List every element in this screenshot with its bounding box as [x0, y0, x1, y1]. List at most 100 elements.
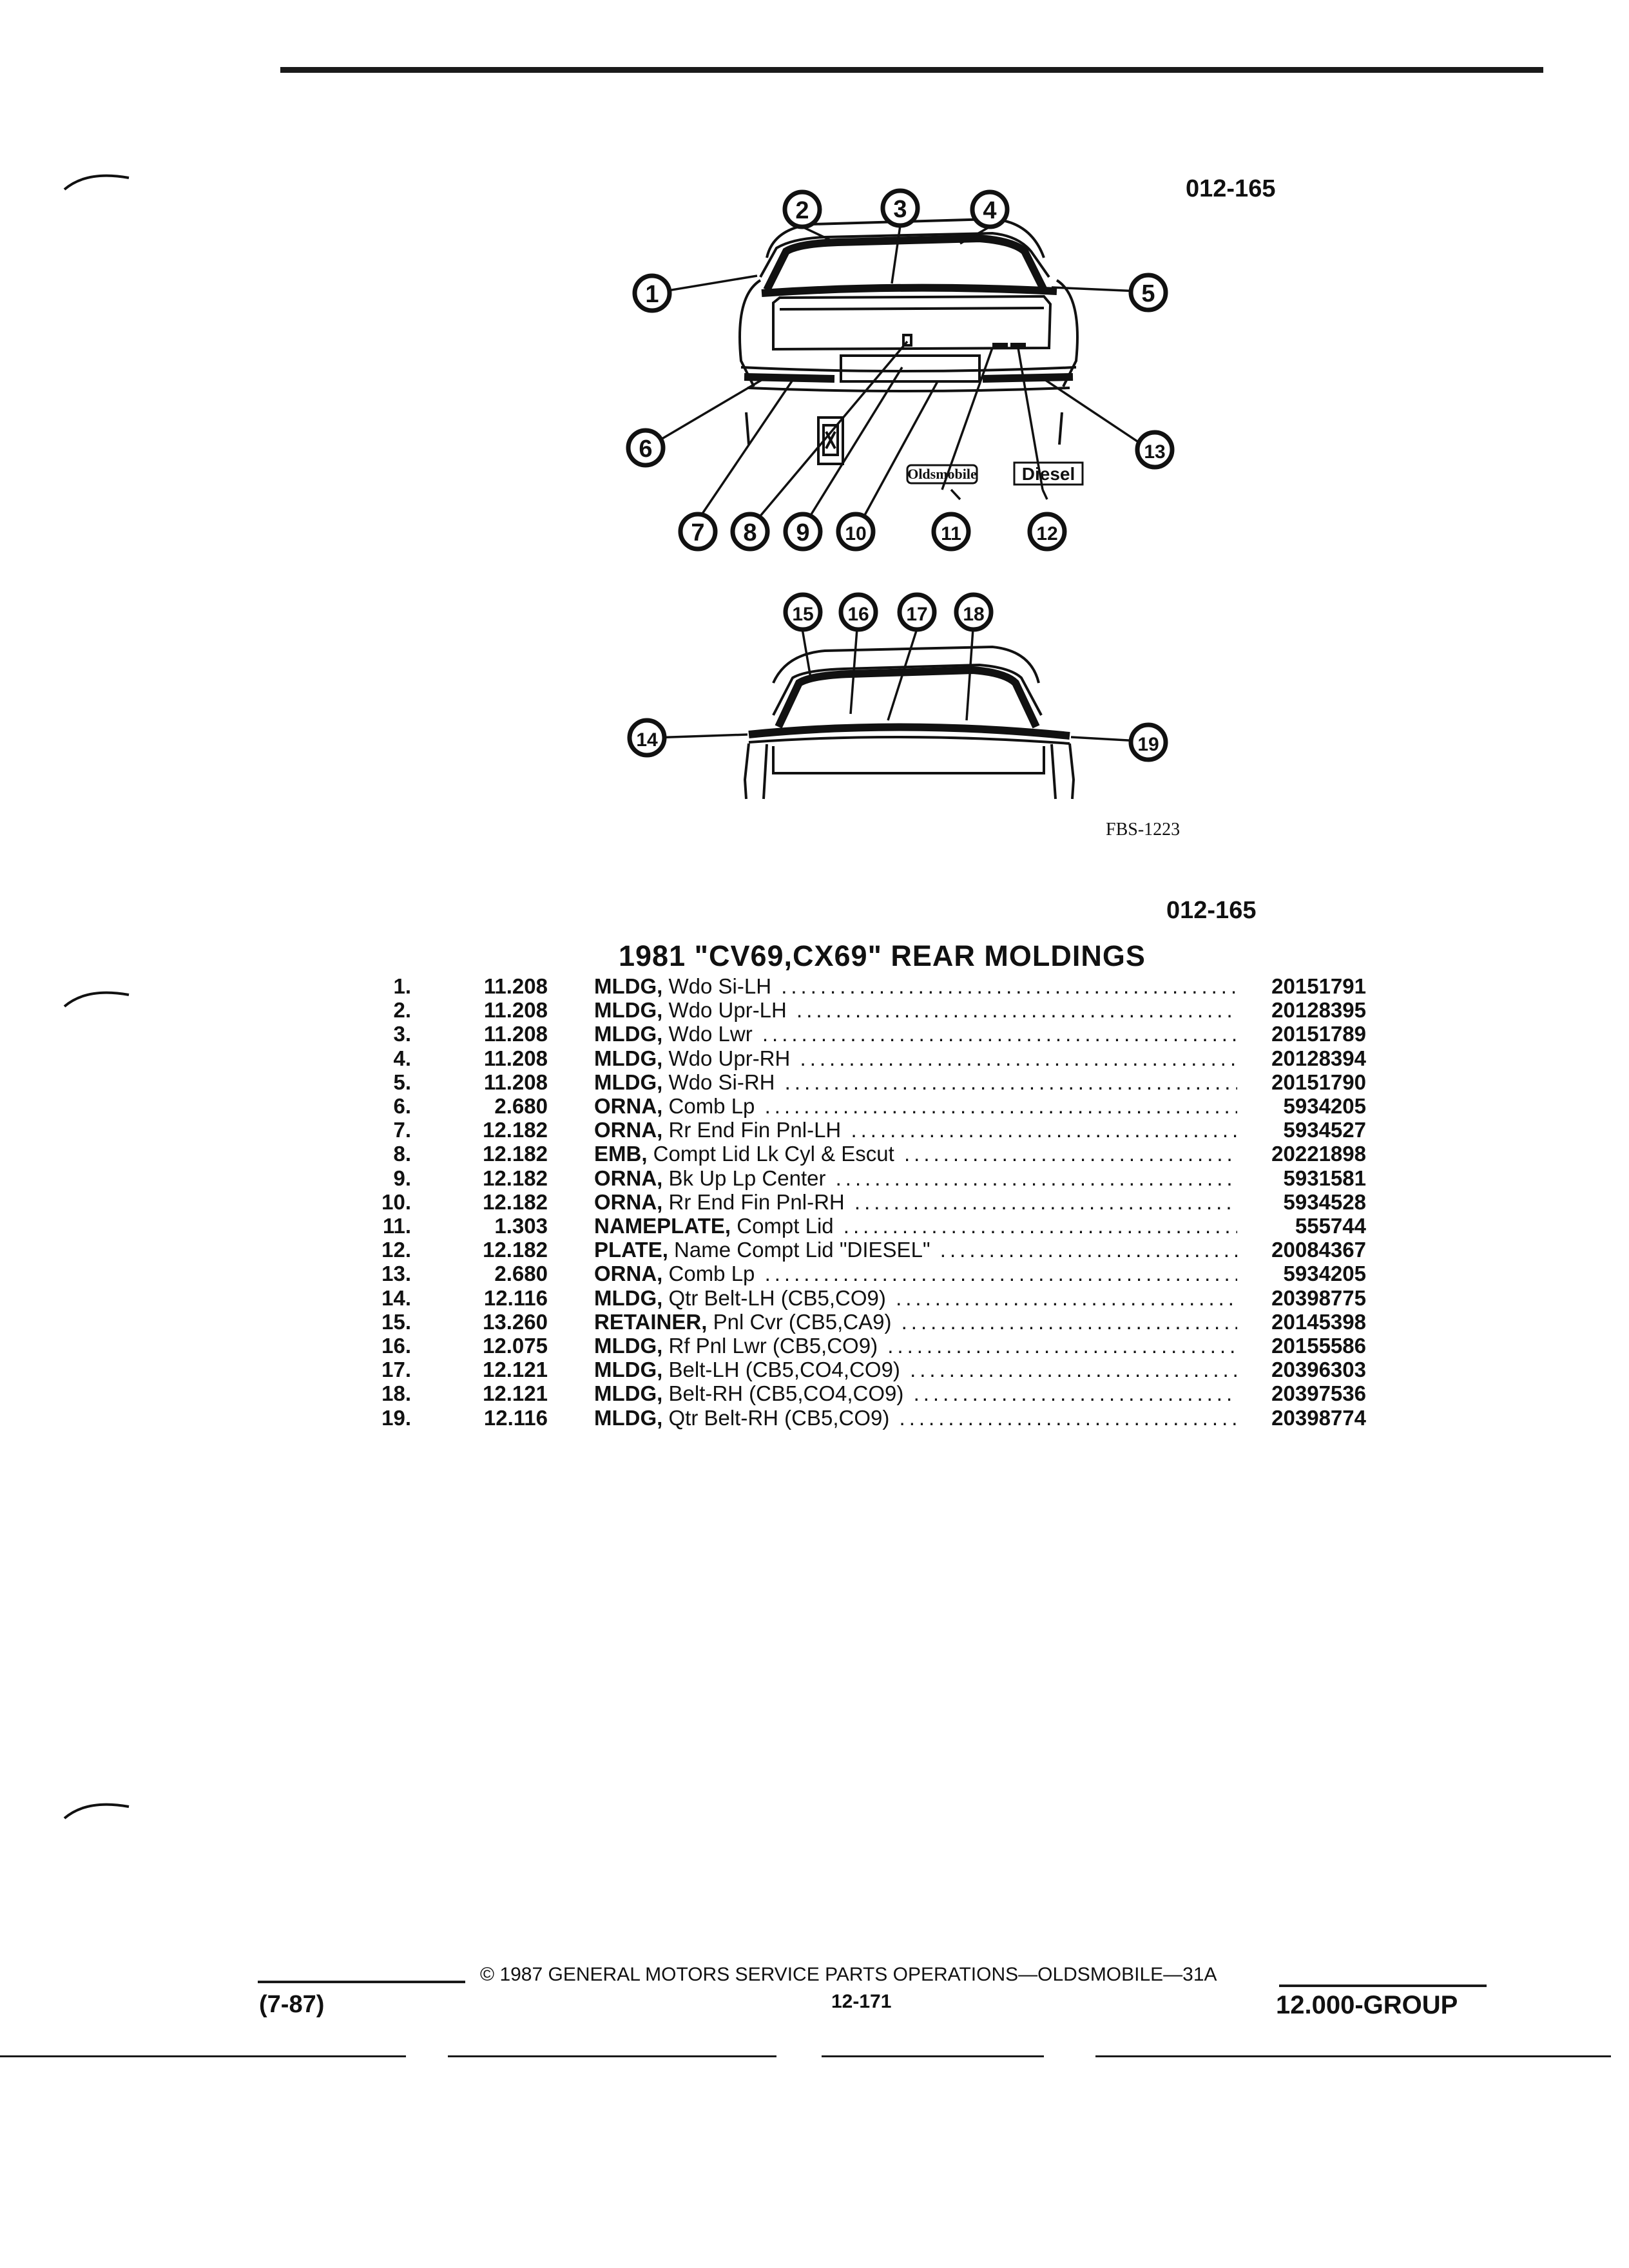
svg-text:9: 9 — [796, 519, 809, 546]
part-description: MLDG, Wdo Upr-LH .......................… — [594, 998, 1237, 1022]
leader-dots: ........................................… — [910, 1358, 1237, 1382]
callout-8: 8 — [730, 512, 770, 552]
callout-1: 1 — [632, 273, 672, 313]
bottom-rule-2 — [448, 2055, 776, 2057]
group-number: 1.303 — [494, 1214, 548, 1238]
svg-text:1: 1 — [645, 281, 659, 308]
bottom-rule-4 — [1095, 2055, 1611, 2057]
footer-rule-right — [1279, 1984, 1487, 1987]
group-number: 12.182 — [483, 1166, 548, 1190]
section-title: 1981 "CV69,CX69" REAR MOLDINGS — [619, 939, 1146, 972]
svg-text:5: 5 — [1141, 280, 1155, 307]
part-description: NAMEPLATE, Compt Lid ...................… — [594, 1214, 1237, 1238]
part-detail: Wdo Si-LH — [662, 974, 772, 998]
illustration-code-bottom: 012-165 — [1166, 897, 1257, 924]
group-number: 11.208 — [483, 974, 548, 998]
svg-text:10: 10 — [845, 523, 866, 544]
leader-lines-bottom — [651, 628, 1140, 742]
part-detail: Compt Lid — [731, 1214, 834, 1238]
part-keyword: MLDG, — [594, 1046, 663, 1070]
part-number: 5931581 — [1283, 1166, 1366, 1190]
callout-3: 3 — [880, 188, 920, 228]
group-number: 11.208 — [483, 1070, 548, 1094]
svg-text:7: 7 — [691, 519, 704, 546]
part-number: 20145398 — [1271, 1309, 1366, 1334]
callout-11: 11 — [931, 512, 971, 552]
group-number: 12.116 — [483, 1405, 548, 1430]
group-number: 12.182 — [483, 1142, 548, 1166]
part-description: PLATE, Name Compt Lid "DIESEL" .........… — [594, 1238, 1237, 1262]
part-keyword: MLDG, — [594, 1381, 663, 1406]
leader-dots: ........................................… — [764, 1094, 1237, 1118]
part-keyword: EMB, — [594, 1142, 648, 1166]
svg-text:11: 11 — [941, 523, 961, 544]
part-keyword: MLDG, — [594, 1070, 663, 1094]
item-number: 3. — [393, 1022, 411, 1046]
part-description: EMB, Compt Lid Lk Cyl & Escut ..........… — [594, 1142, 1237, 1166]
callout-19: 19 — [1128, 722, 1168, 762]
footer-date-code: (7-87) — [259, 1991, 325, 2018]
part-keyword: MLDG, — [594, 1358, 663, 1382]
part-number: 20128395 — [1271, 998, 1366, 1023]
leader-dots: ........................................… — [800, 1046, 1237, 1070]
callout-16: 16 — [838, 592, 878, 632]
leader-dots: ........................................… — [784, 1070, 1237, 1094]
footer-page-number: 12-171 — [831, 1991, 892, 2012]
callout-15: 15 — [783, 592, 823, 632]
item-number: 5. — [393, 1070, 411, 1094]
leader-dots: ........................................… — [887, 1334, 1237, 1358]
item-number: 6. — [393, 1094, 411, 1118]
part-detail: Wdo Si-RH — [662, 1070, 775, 1094]
bottom-rule-3 — [822, 2055, 1044, 2057]
part-detail: Rr End Fin Pnl-LH — [662, 1118, 842, 1142]
item-number: 12. — [381, 1238, 411, 1262]
part-keyword: NAMEPLATE, — [594, 1214, 731, 1238]
item-number: 17. — [381, 1358, 411, 1382]
part-detail: Qtr Belt-LH (CB5,CO9) — [662, 1285, 886, 1310]
leader-dots: ........................................… — [913, 1381, 1237, 1406]
part-detail: Wdo Lwr — [662, 1022, 753, 1046]
part-detail: Wdo Upr-RH — [662, 1046, 791, 1070]
part-number: 20128394 — [1271, 1046, 1366, 1070]
footer-copyright: © 1987 GENERAL MOTORS SERVICE PARTS OPER… — [480, 1964, 1217, 1985]
group-number: 12.182 — [483, 1189, 548, 1214]
item-number: 1. — [393, 974, 411, 998]
badge-oldsmobile-text: Oldsmobile — [907, 466, 977, 482]
part-number: 20151791 — [1271, 974, 1366, 998]
leader-lines-top — [651, 225, 1148, 519]
item-number: 18. — [381, 1381, 411, 1406]
binder-mark-bottom — [63, 1803, 130, 1820]
part-detail: Wdo Upr-LH — [662, 998, 787, 1023]
part-number: 20151790 — [1271, 1070, 1366, 1094]
footer-rule-left — [258, 1981, 465, 1983]
part-description: MLDG, Qtr Belt-LH (CB5,CO9) ............… — [594, 1286, 1237, 1310]
part-detail: Bk Up Lp Center — [662, 1166, 826, 1190]
part-number: 20084367 — [1271, 1238, 1366, 1262]
part-keyword: MLDG, — [594, 1405, 663, 1430]
part-number: 20398775 — [1271, 1285, 1366, 1310]
part-keyword: MLDG, — [594, 1334, 663, 1358]
item-number: 11. — [382, 1214, 411, 1238]
leader-dots: ........................................… — [764, 1262, 1237, 1286]
callout-6: 6 — [626, 428, 666, 468]
leader-dots: ........................................… — [901, 1309, 1237, 1334]
part-number: 20398774 — [1271, 1405, 1366, 1430]
group-number: 12.182 — [483, 1118, 548, 1142]
leader-dots: ........................................… — [796, 998, 1237, 1023]
part-number: 5934205 — [1283, 1262, 1366, 1286]
parts-row: 11. 1.303 NAMEPLATE, Compt Lid ...........… — [0, 1214, 1629, 1238]
part-number: 5934528 — [1283, 1189, 1366, 1214]
callout-12: 12 — [1027, 512, 1067, 552]
part-detail: Pnl Cvr (CB5,CA9) — [707, 1309, 892, 1334]
parts-row: 5. 11.208 MLDG, Wdo Si-RH ................… — [0, 1070, 1629, 1094]
part-keyword: ORNA, — [594, 1094, 663, 1118]
